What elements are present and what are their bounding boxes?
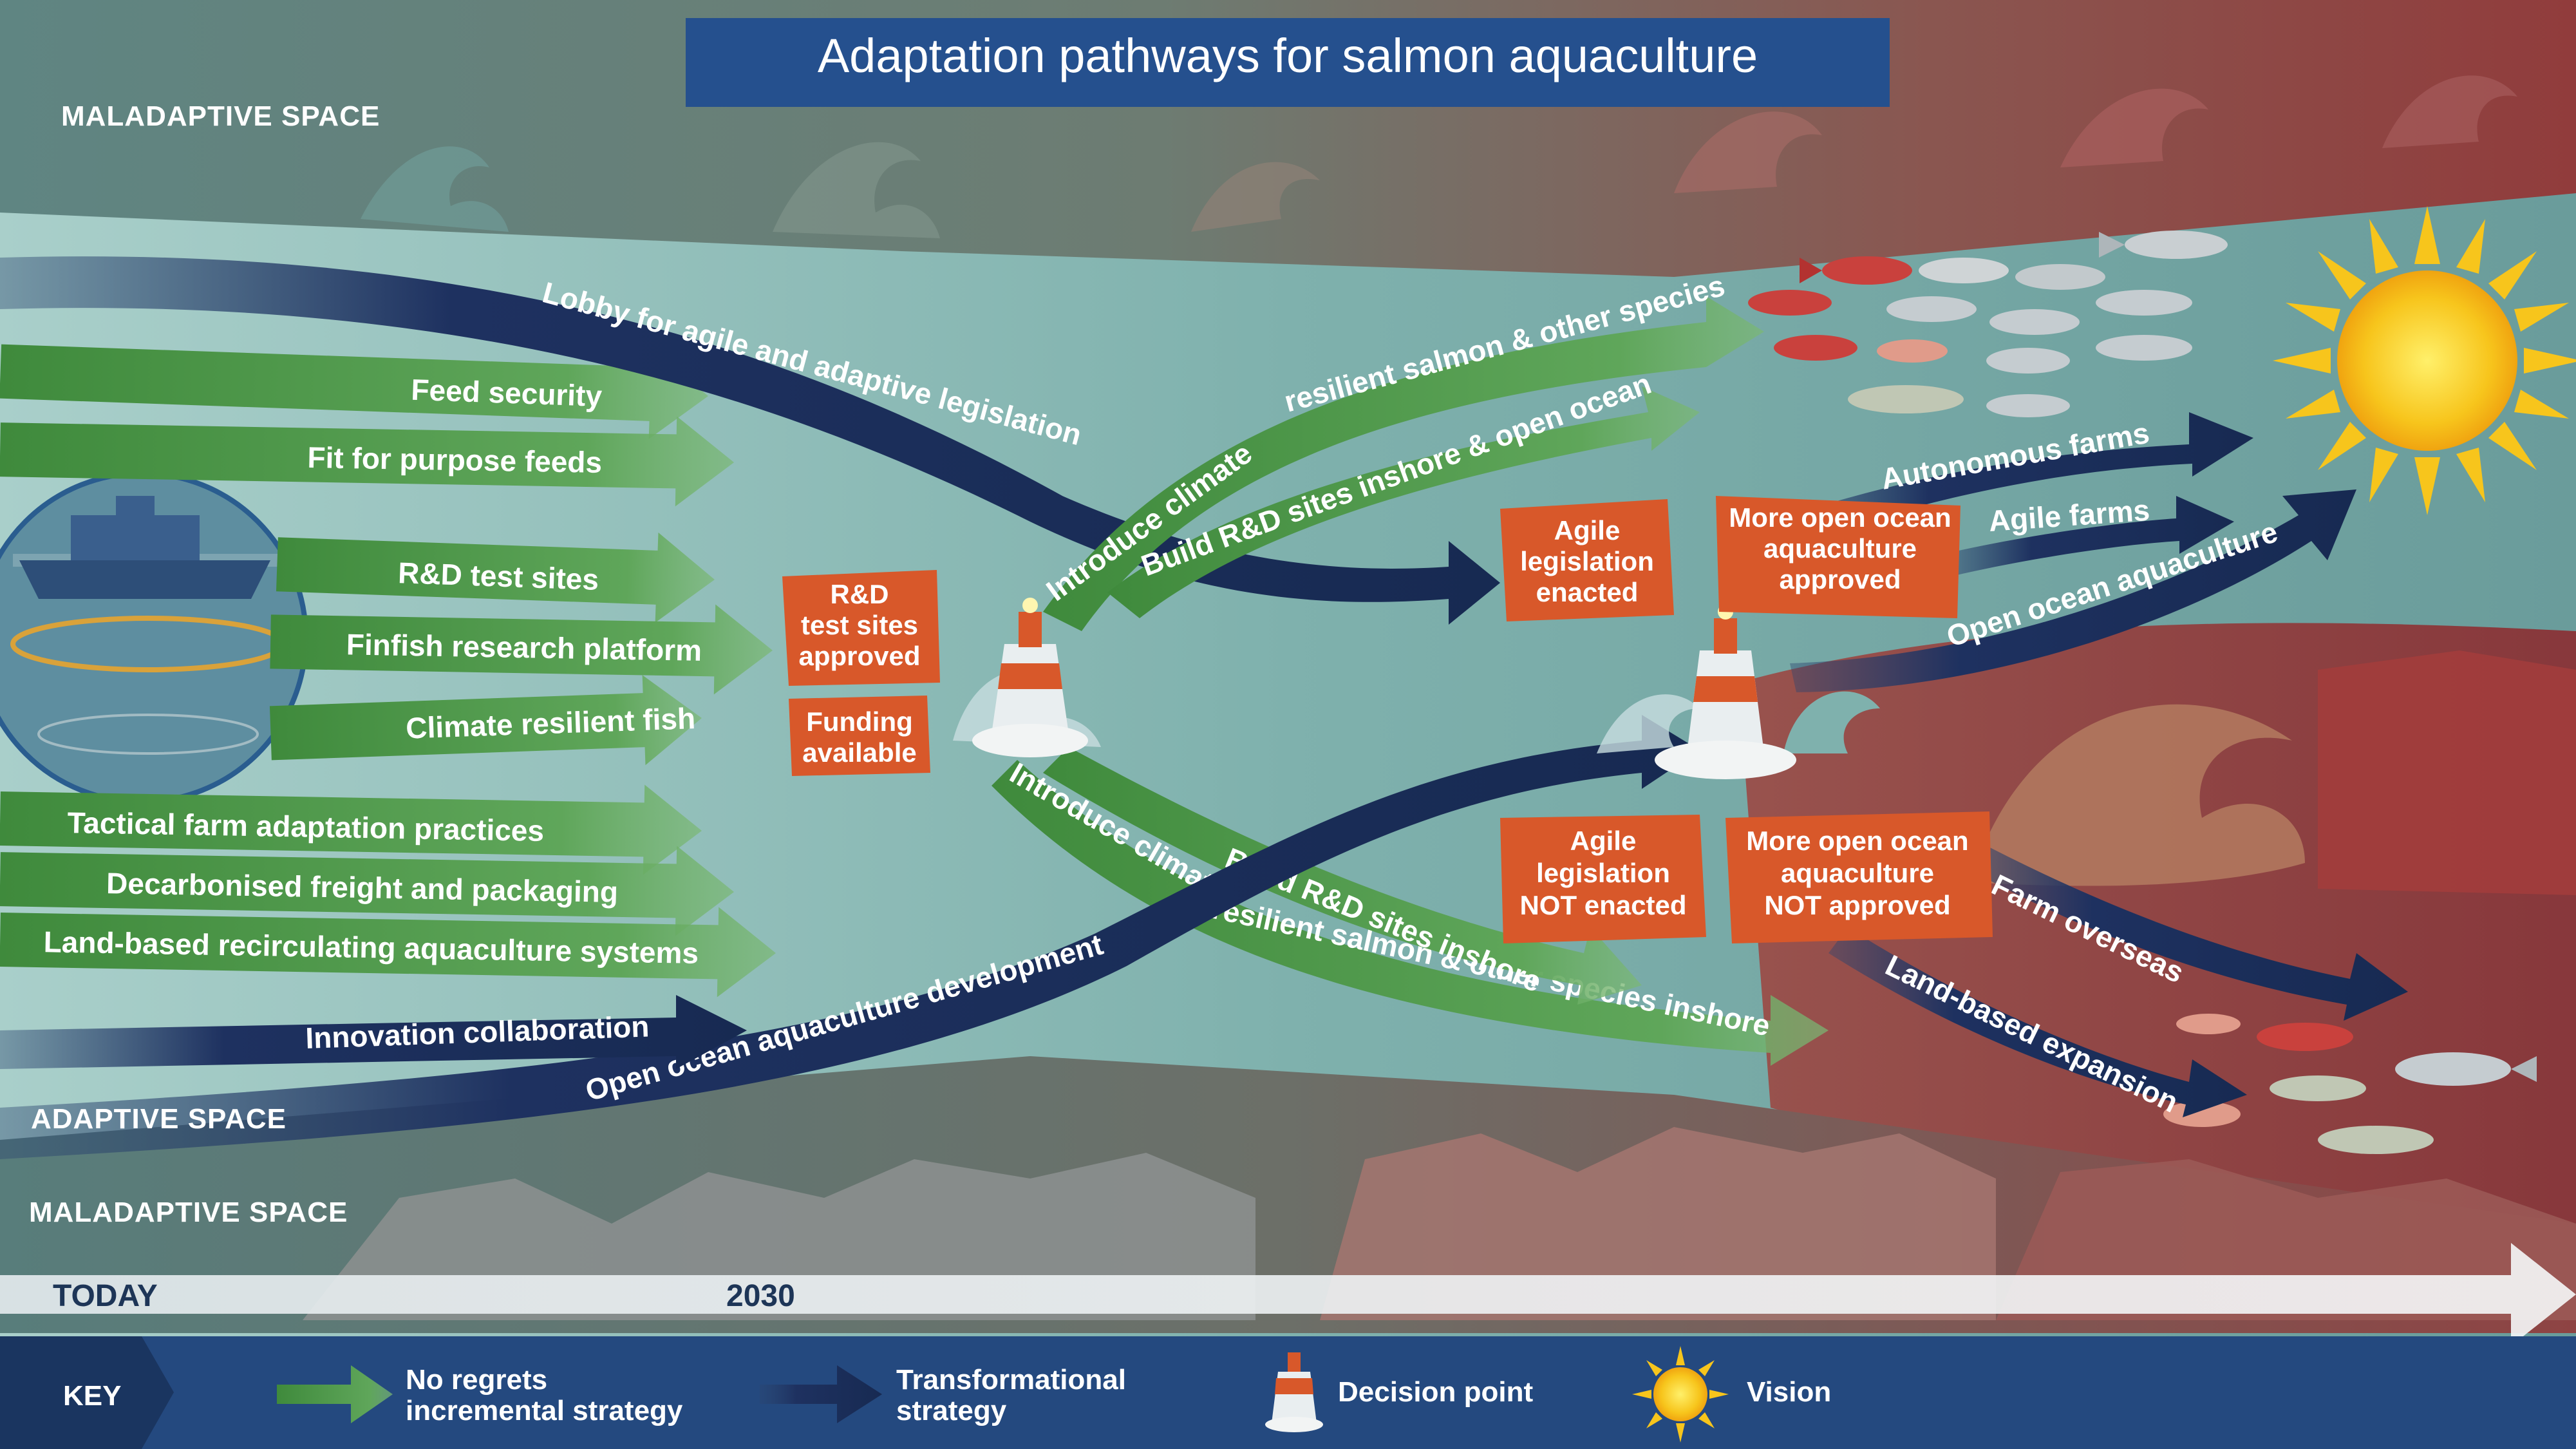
salmon-icon: [1748, 231, 2228, 417]
svg-text:NOT enacted: NOT enacted: [1519, 890, 1686, 920]
svg-text:aquaculture: aquaculture: [1781, 858, 1934, 888]
svg-text:NOT approved: NOT approved: [1764, 890, 1950, 920]
incremental-arrow: [270, 604, 773, 695]
incremental-arrow: [0, 907, 776, 998]
svg-text:approved: approved: [1779, 564, 1901, 594]
incremental-arrow-label: Tactical farm adaptation practices: [67, 806, 544, 848]
svg-text:enacted: enacted: [1536, 577, 1639, 607]
label-maladaptive-bottom: MALADAPTIVE SPACE: [29, 1197, 348, 1228]
salmon-icon: [2163, 1014, 2537, 1154]
key-transformational-line2: strategy: [896, 1395, 1007, 1426]
key-transformational-arrow: [760, 1365, 882, 1423]
incremental-arrow: [0, 344, 708, 439]
page-title: Adaptation pathways for salmon aquacultu…: [818, 29, 1758, 82]
svg-text:More open ocean: More open ocean: [1746, 826, 1968, 856]
label-maladaptive-top: MALADAPTIVE SPACE: [61, 100, 380, 132]
incremental-arrow-label: Fit for purpose feeds: [307, 440, 602, 479]
buoy-icon: [953, 598, 1101, 757]
farm-ship-icon: [0, 471, 308, 804]
condition-more-open-ocean-not-approved: More open ocean aquaculture NOT approved: [1725, 811, 1993, 943]
incremental-arrow: [276, 532, 715, 623]
buoy-icon: [1597, 604, 1880, 779]
key-title: KEY: [63, 1380, 121, 1412]
key-incremental-line2: incremental strategy: [406, 1395, 683, 1426]
svg-text:approved: approved: [798, 641, 920, 671]
svg-text:More open ocean: More open ocean: [1729, 502, 1951, 533]
incremental-arrow-label: Finfish research platform: [346, 627, 702, 667]
sun-icon: [2273, 206, 2576, 515]
svg-text:legislation: legislation: [1536, 858, 1670, 888]
timeline: TODAY 2030: [0, 1243, 2576, 1346]
condition-agile-legislation-not-enacted: Agile legislation NOT enacted: [1500, 815, 1706, 943]
condition-agile-legislation-enacted: Agile legislation enacted: [1500, 499, 1674, 621]
title-banner: Adaptation pathways for salmon aquacultu…: [686, 18, 1890, 107]
incremental-arrow-label: Feed security: [411, 373, 603, 413]
incremental-arrow-label: R&D test sites: [397, 556, 599, 596]
key-legend: KEY No regrets incremental strategy Tran…: [0, 1336, 2576, 1449]
incremental-arrow: [0, 784, 702, 875]
wave-icon: [1970, 650, 2576, 895]
key-incremental-arrow: [277, 1365, 393, 1423]
wave-icon: [361, 75, 2517, 238]
maladaptive-space-top: [0, 0, 2576, 277]
svg-text:Agile: Agile: [1570, 826, 1637, 856]
buoy-icon: [1265, 1352, 1323, 1432]
incremental-arrow: [0, 416, 734, 507]
key-incremental-line1: No regrets: [406, 1364, 547, 1396]
timeline-2030: 2030: [726, 1279, 795, 1313]
key-decision: Decision point: [1338, 1376, 1533, 1408]
svg-text:legislation: legislation: [1520, 546, 1654, 576]
svg-text:Funding: Funding: [806, 706, 913, 737]
svg-text:R&D: R&D: [831, 579, 889, 609]
label-adaptive-space: ADAPTIVE SPACE: [31, 1103, 287, 1135]
timeline-today: TODAY: [53, 1279, 158, 1313]
incremental-arrow: [269, 675, 702, 766]
sun-icon: [1632, 1346, 1729, 1443]
key-vision: Vision: [1747, 1376, 1831, 1408]
condition-funding-available: Funding available: [789, 696, 930, 776]
svg-text:aquaculture: aquaculture: [1763, 533, 1917, 564]
svg-text:test sites: test sites: [801, 610, 918, 640]
svg-text:available: available: [802, 737, 916, 768]
key-transformational-line1: Transformational: [896, 1364, 1126, 1396]
condition-rd-test-sites-approved: R&D test sites approved: [782, 570, 940, 686]
incremental-arrow: [0, 846, 734, 936]
svg-text:Agile: Agile: [1554, 515, 1621, 545]
condition-more-open-ocean-approved: More open ocean aquaculture approved: [1716, 496, 1960, 618]
